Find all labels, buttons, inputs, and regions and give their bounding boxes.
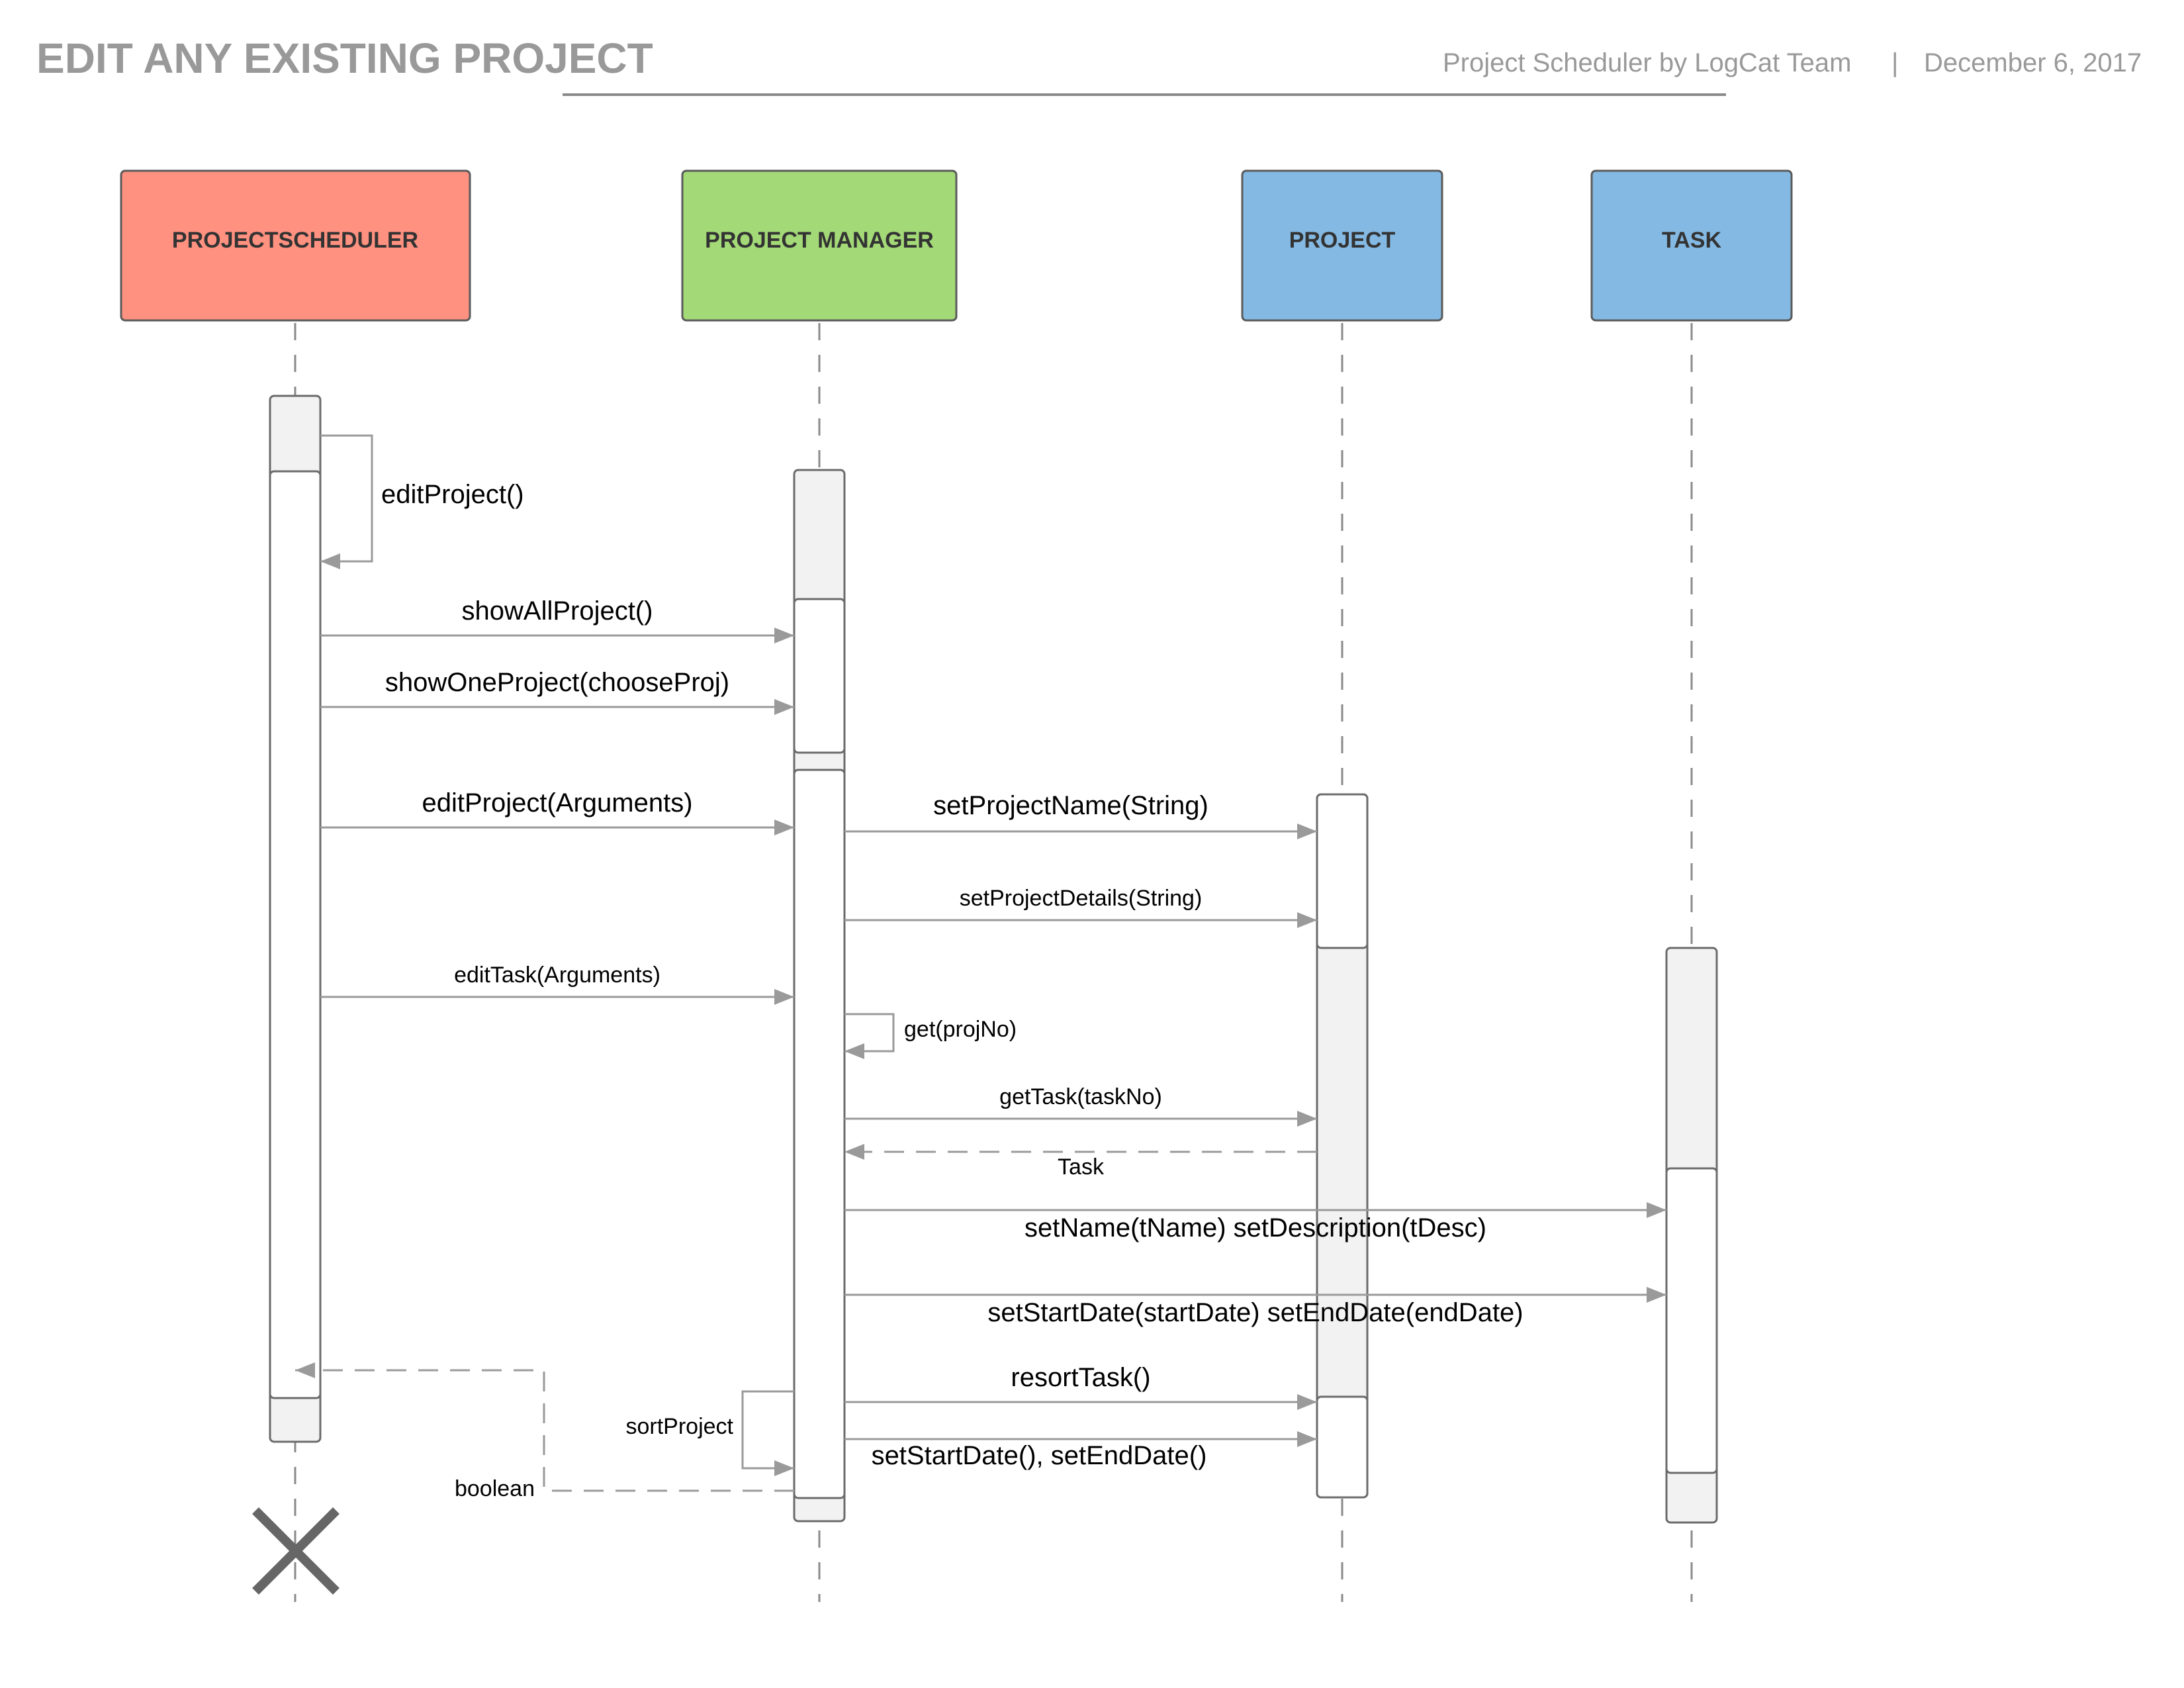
message-label-show-one-project: showOneProject(chooseProj) [385, 668, 729, 697]
participant-label-project: PROJECT [1289, 228, 1396, 253]
message-label-resort-task: resortTask() [1011, 1363, 1150, 1392]
participant-manager: PROJECT MANAGER [681, 169, 958, 322]
message-label-set-name-desc: setName(tName) setDescription(tDesc) [1024, 1213, 1486, 1243]
participant-label-task: TASK [1662, 228, 1721, 253]
message-arrow-sort-project [741, 1390, 794, 1476]
page-header: EDIT ANY EXISTING PROJECT Project Schedu… [36, 34, 2142, 96]
participant-box-task [1590, 169, 1793, 322]
message-label-sort-project: sortProject [626, 1414, 734, 1439]
participant-project: PROJECT [1241, 169, 1443, 322]
messages: editProject() showAllProject() showOnePr… [295, 434, 1666, 1501]
destroy-x-icon [252, 1507, 340, 1595]
activation-project-set [1316, 793, 1369, 949]
participant-label-manager: PROJECT MANAGER [705, 228, 934, 253]
activation-task-set [1665, 1167, 1718, 1474]
activation-manager-edit [793, 769, 846, 1499]
activation-scheduler-inner [269, 470, 322, 1399]
message-label-return-boolean: boolean [455, 1476, 535, 1501]
message-label-get-task: getTask(taskNo) [999, 1084, 1162, 1109]
participant-scheduler: PROJECTSCHEDULER [120, 169, 471, 322]
header-separator: | [1891, 48, 1898, 77]
activation-manager-show [793, 598, 846, 754]
participant-label-scheduler: PROJECTSCHEDULER [172, 228, 418, 253]
message-label-set-project-details: setProjectDetails(String) [960, 886, 1203, 911]
participant-box-project [1241, 169, 1443, 322]
message-label-show-all-project: showAllProject() [462, 596, 653, 626]
message-arrow-edit-project-self [320, 434, 373, 569]
participant-box-manager [681, 169, 958, 322]
participant-box-scheduler [120, 169, 471, 322]
message-arrow-get-projno [844, 1013, 895, 1059]
participant-task: TASK [1590, 169, 1793, 322]
message-label-set-dates-project: setStartDate(), setEndDate() [872, 1441, 1207, 1470]
activations [269, 395, 1718, 1524]
page-title: EDIT ANY EXISTING PROJECT [36, 34, 653, 82]
activation-project-resort [1316, 1395, 1369, 1499]
message-label-edit-project: editProject() [381, 480, 524, 509]
message-label-return-task: Task [1058, 1154, 1105, 1180]
message-label-get-projno: get(projNo) [904, 1017, 1017, 1042]
message-label-edit-project-args: editProject(Arguments) [422, 788, 692, 818]
message-label-set-project-name: setProjectName(String) [933, 791, 1208, 820]
message-label-edit-task: editTask(Arguments) [454, 962, 660, 988]
team-credit: Project Scheduler by LogCat Team [1443, 48, 1851, 77]
header-date: December 6, 2017 [1924, 48, 2142, 77]
message-arrow-return-boolean [295, 1362, 794, 1492]
message-label-set-dates-task: setStartDate(startDate) setEndDate(endDa… [987, 1298, 1523, 1327]
